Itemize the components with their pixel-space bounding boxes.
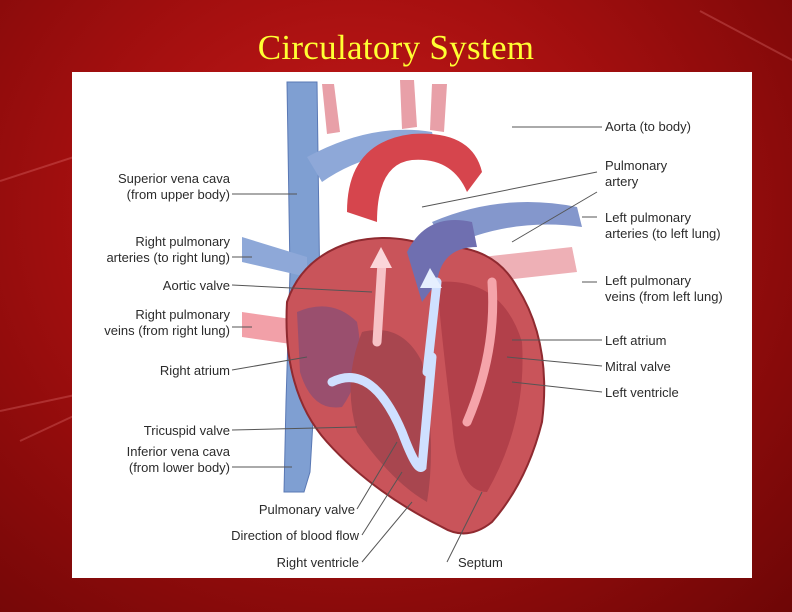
- label-pulmonary-artery-line1: Pulmonary: [605, 158, 668, 173]
- heart-diagram-panel: Aorta (to body) Pulmonary artery Left pu…: [72, 72, 752, 578]
- right-pulmonary-arteries-shape: [242, 237, 307, 277]
- label-aorta: Aorta (to body): [605, 119, 691, 134]
- label-left-pulmonary-arteries-line2: arteries (to left lung): [605, 226, 721, 241]
- label-septum: Septum: [458, 555, 503, 570]
- heart-illustration: [231, 80, 603, 563]
- label-pulmonary-artery-line2: artery: [605, 174, 639, 189]
- background-streak: [19, 414, 75, 442]
- label-right-pulmonary-arteries-line2: arteries (to right lung): [106, 250, 230, 265]
- leader-lines: [231, 126, 603, 563]
- label-right-pulmonary-arteries-line1: Right pulmonary: [135, 234, 230, 249]
- label-left-pulmonary-veins-line1: Left pulmonary: [605, 273, 691, 288]
- label-pulmonary-valve: Pulmonary valve: [258, 502, 355, 517]
- flow-arrow-blue-1: [327, 352, 437, 473]
- label-tricuspid-valve: Tricuspid valve: [143, 423, 230, 438]
- flow-arrow-pink-2: [462, 277, 498, 427]
- label-left-ventricle: Left ventricle: [605, 385, 679, 400]
- flow-arrow-pink-1: [372, 257, 387, 347]
- label-mitral-valve: Mitral valve: [605, 359, 671, 374]
- slide-title: Circulatory System: [257, 28, 535, 67]
- aorta-branch-1: [322, 84, 340, 134]
- label-left-pulmonary-veins-line2: veins (from left lung): [605, 289, 723, 304]
- label-right-atrium: Right atrium: [159, 363, 230, 378]
- label-aortic-valve: Aortic valve: [162, 278, 230, 293]
- flow-arrowhead-pink: [370, 247, 392, 268]
- label-left-pulmonary-arteries-line1: Left pulmonary: [605, 210, 691, 225]
- aorta-branch-2: [400, 80, 417, 129]
- label-superior-vena-cava-line1: Superior vena cava: [117, 171, 230, 186]
- label-right-ventricle: Right ventricle: [276, 555, 359, 570]
- label-superior-vena-cava-line2: (from upper body): [126, 187, 230, 202]
- flow-arrowhead-blue: [420, 268, 442, 288]
- label-left-atrium: Left atrium: [605, 333, 667, 348]
- label-inferior-vena-cava-line1: Inferior vena cava: [126, 444, 230, 459]
- label-inferior-vena-cava-line2: (from lower body): [128, 460, 230, 475]
- label-right-pulmonary-veins-line2: veins (from right lung): [104, 323, 230, 338]
- label-direction-of-blood-flow: Direction of blood flow: [231, 528, 359, 543]
- aorta-shape: [347, 133, 482, 222]
- flow-arrow-blue-2: [422, 277, 442, 377]
- label-right-pulmonary-veins-line1: Right pulmonary: [135, 307, 230, 322]
- aorta-branch-3: [430, 84, 447, 132]
